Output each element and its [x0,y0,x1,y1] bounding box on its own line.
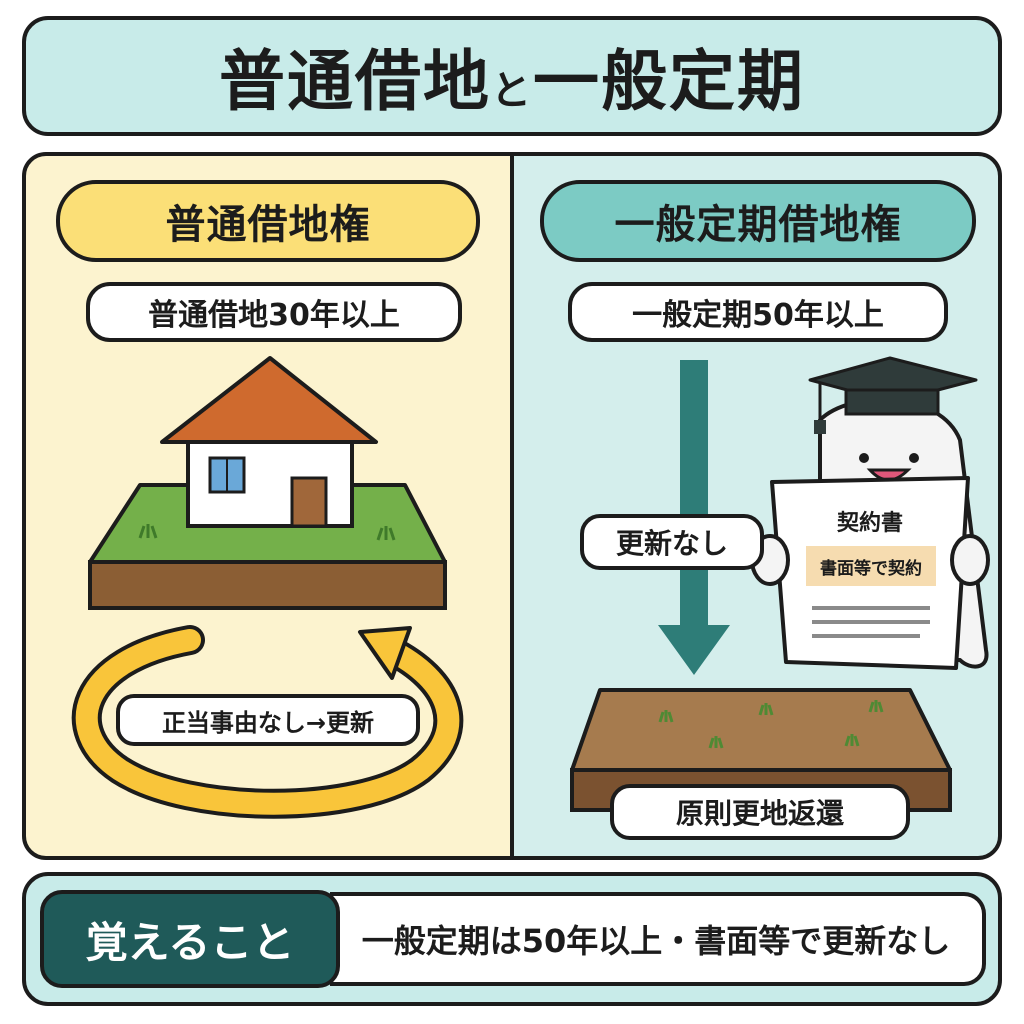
title-connector: と [491,68,533,114]
graduation-cap-icon [808,356,978,434]
left-illustration [71,356,464,819]
page-title: 普通借地と一般定期 [219,28,805,124]
title-tail: 一般定期 [533,43,805,120]
contract-document-icon: 契約書 書面等で契約 [750,476,990,670]
right-result-label: 原則更地返還 [610,784,910,840]
memo-label: 覚えること [40,890,340,988]
document-highlight: 書面等で契約 [820,558,922,579]
cycle-arrow-icon [71,625,464,819]
memo-text: 一般定期は50年以上・書面等で更新なし [330,892,986,986]
right-illustration: 契約書 書面等で契約 [570,356,990,812]
left-term-label: 普通借地30年以上 [86,282,462,342]
house-icon [88,356,447,610]
document-title: 契約書 [836,510,903,536]
title-main: 普通借地 [219,43,491,120]
right-term-label: 一般定期50年以上 [568,282,948,342]
down-arrow-icon [658,360,730,675]
right-heading: 一般定期借地権 [540,180,976,262]
title-banner: 普通借地と一般定期 [22,16,1002,136]
left-heading: 普通借地権 [56,180,480,262]
right-arrow-label: 更新なし [580,514,764,570]
left-cycle-label: 正当事由なし→更新 [116,694,420,746]
